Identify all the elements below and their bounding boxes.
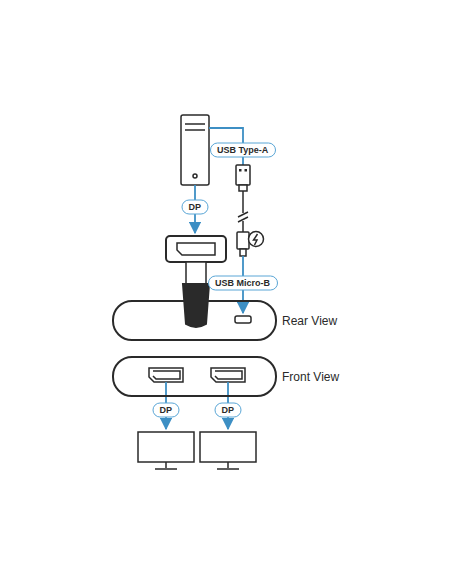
signal-label-pill: USB Micro-B (208, 276, 278, 291)
signal-label-pill: DP (182, 200, 209, 215)
connector-label: DP (222, 405, 235, 416)
dp-output-ports (149, 368, 245, 382)
usb-micro-b-plug (237, 232, 264, 257)
connector-label: DP (160, 405, 173, 416)
signal-label-pill: DP (153, 403, 180, 418)
monitor-icons (138, 432, 256, 469)
view-label: Rear View (282, 314, 337, 328)
device-body: Rear View (112, 300, 277, 341)
view-label: Front View (282, 370, 339, 384)
connector-label: DP (189, 202, 202, 213)
computer-icon (181, 115, 209, 185)
device-body: Front View (112, 356, 277, 397)
signal-label-pill: DP (215, 403, 242, 418)
usb-a-plug (236, 165, 250, 232)
micro-usb-port (235, 316, 251, 323)
connector-label: USB Micro-B (215, 278, 271, 289)
signal-label-pill: USB Type-A (210, 143, 276, 158)
connector-label: USB Type-A (217, 145, 269, 156)
